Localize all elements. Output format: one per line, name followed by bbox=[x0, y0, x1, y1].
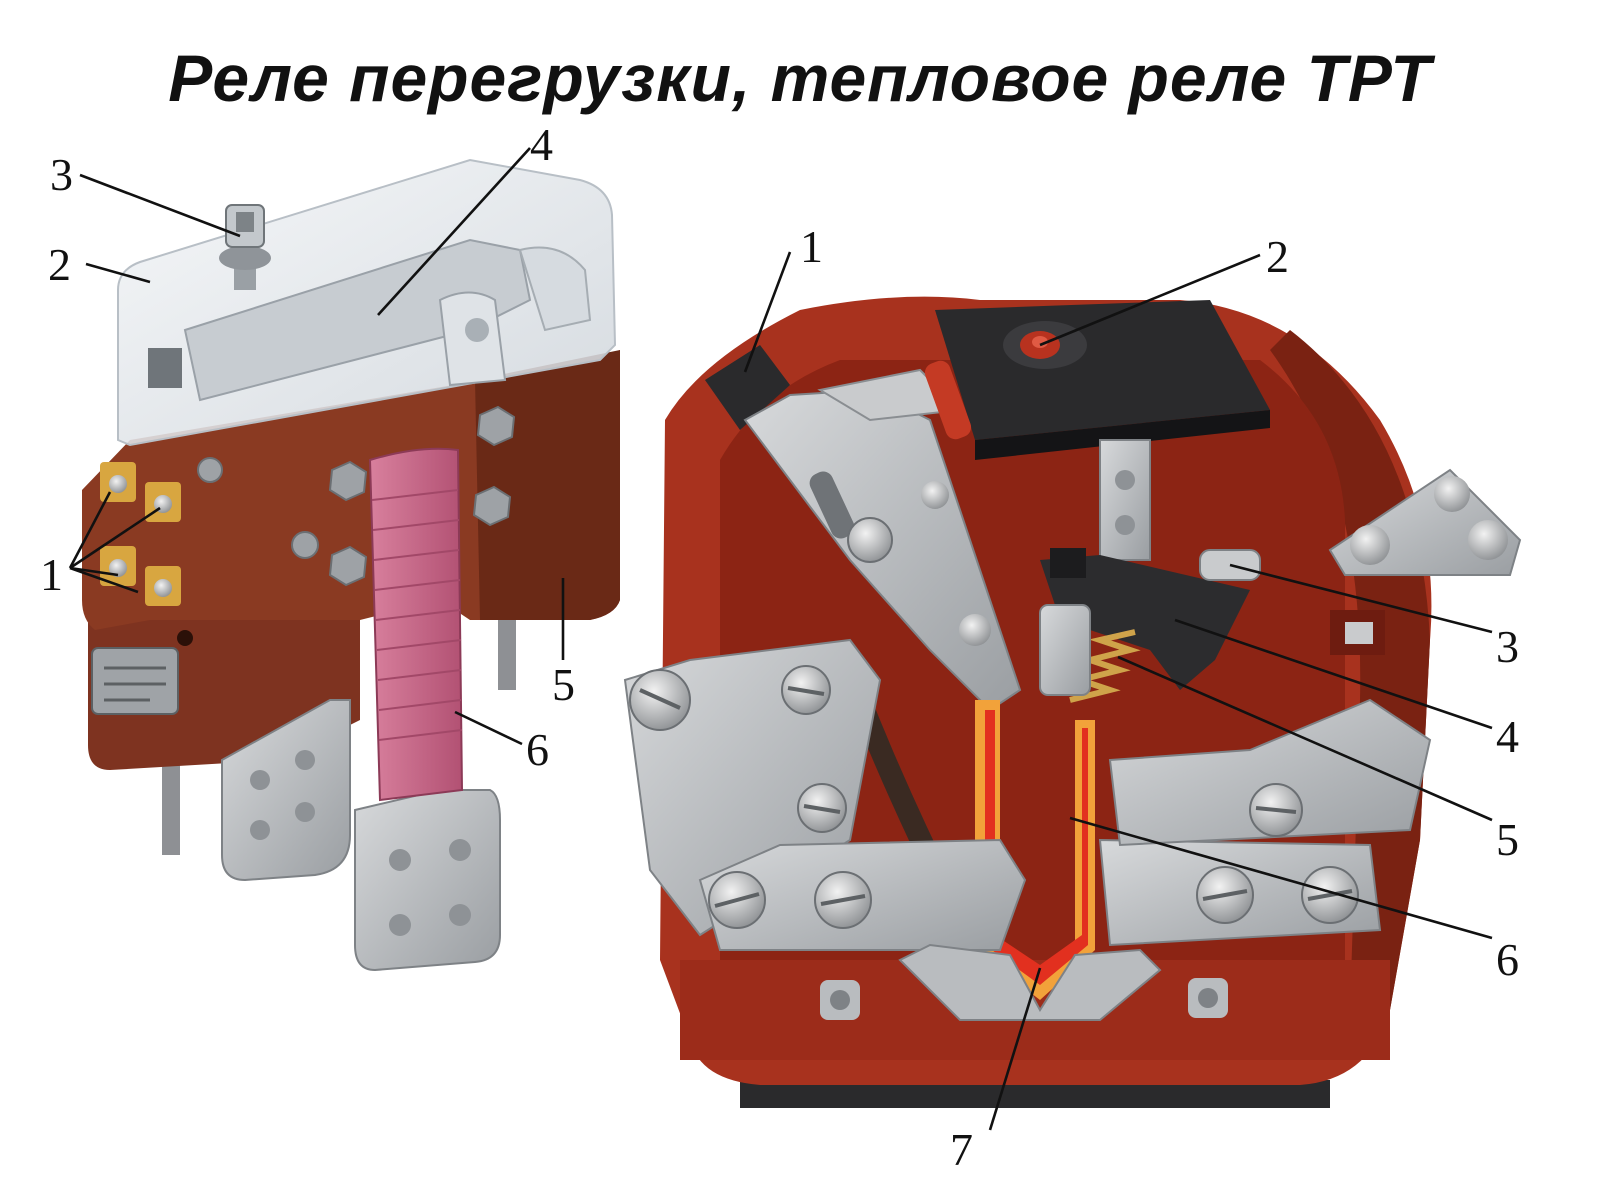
label-right-5: 5 bbox=[1496, 814, 1519, 865]
leader-right-5 bbox=[1117, 655, 1493, 822]
leader-right-2 bbox=[1039, 253, 1261, 347]
label-right-6: 6 bbox=[1496, 934, 1519, 985]
leader-left-1b bbox=[69, 506, 161, 570]
leader-right-3 bbox=[1229, 563, 1493, 634]
housing-side-shade bbox=[475, 350, 620, 620]
leader-left-1c bbox=[69, 566, 119, 577]
leader-right-1 bbox=[743, 251, 792, 373]
leader-left-4 bbox=[377, 147, 531, 316]
leader-right-4 bbox=[1174, 618, 1493, 730]
housing-rim-shade bbox=[1270, 330, 1430, 1010]
contact-spring bbox=[1069, 629, 1141, 703]
leader-lines bbox=[68, 147, 1493, 1131]
black-latch bbox=[1040, 555, 1250, 690]
right-upper-bracket bbox=[1108, 698, 1432, 847]
label-left-1: 1 bbox=[40, 549, 63, 600]
callout-labels: 1 2 3 4 5 6 1 2 3 4 5 6 7 bbox=[40, 119, 1519, 1175]
busbar-plate-right bbox=[354, 789, 501, 972]
label-right-2: 2 bbox=[1266, 231, 1289, 282]
label-left-4: 4 bbox=[530, 119, 553, 170]
rating-plate bbox=[91, 647, 179, 715]
label-left-6: 6 bbox=[526, 724, 549, 775]
reset-button bbox=[219, 204, 271, 290]
leader-left-3 bbox=[79, 173, 241, 238]
leader-left-2 bbox=[85, 262, 151, 284]
heater-strip bbox=[368, 447, 464, 802]
leader-left-6 bbox=[454, 710, 523, 746]
internal-lever bbox=[183, 238, 532, 402]
bottom-screws bbox=[708, 866, 1359, 929]
setting-knob bbox=[705, 345, 790, 430]
label-right-4: 4 bbox=[1496, 711, 1519, 762]
top-block bbox=[935, 300, 1270, 460]
label-left-5: 5 bbox=[552, 659, 575, 710]
leader-right-6 bbox=[1069, 816, 1493, 940]
leader-left-1d bbox=[69, 566, 139, 594]
label-right-1: 1 bbox=[800, 221, 823, 272]
stud-right bbox=[498, 600, 516, 690]
label-right-7: 7 bbox=[950, 1124, 973, 1175]
left-relay bbox=[82, 158, 620, 972]
housing-nuts bbox=[197, 405, 516, 587]
indicator-hole bbox=[177, 630, 193, 646]
page-title: Реле перегрузки, тепловое реле ТРТ bbox=[168, 41, 1432, 115]
label-right-3: 3 bbox=[1496, 621, 1519, 672]
stud-left bbox=[162, 760, 180, 855]
leader-left-1a bbox=[68, 491, 112, 569]
label-left-2: 2 bbox=[48, 239, 71, 290]
leader-right-7 bbox=[988, 967, 1042, 1131]
label-left-3: 3 bbox=[50, 149, 73, 200]
right-relay bbox=[623, 296, 1522, 1108]
terminal-plate bbox=[1199, 468, 1522, 655]
contact-bracket bbox=[1099, 439, 1151, 561]
